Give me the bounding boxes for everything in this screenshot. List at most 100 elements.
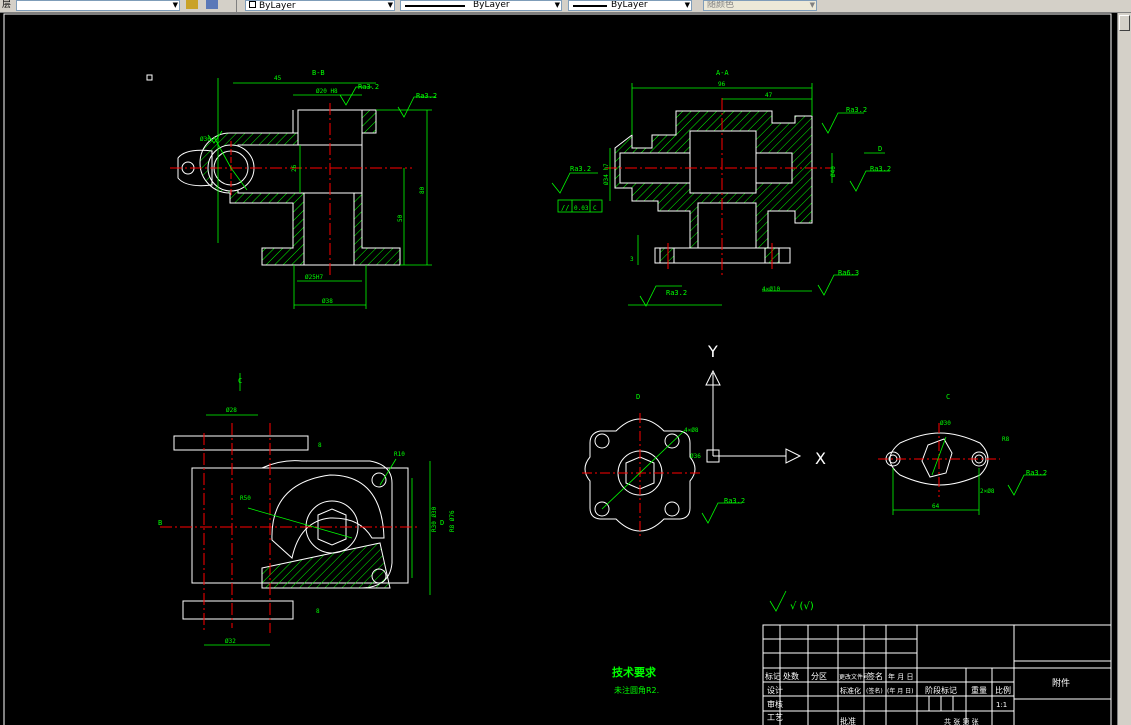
dim-plan-side2: R8 Ø76 (449, 510, 456, 532)
color-control-dropdown[interactable]: ByLayer ▼ (245, 0, 395, 11)
chevron-down-icon[interactable]: ▼ (387, 1, 393, 9)
lineweight-control-dropdown[interactable]: ByLayer ▼ (568, 0, 692, 11)
tb-check: 审核 (767, 699, 783, 709)
dim-plan-side: R30 Ø30 (431, 506, 438, 532)
dim-b-top: 45 (274, 75, 282, 82)
bore-vertical (303, 192, 355, 266)
dim-plan-r: R10 (394, 451, 405, 458)
roughness-symbol (551, 172, 598, 194)
vertical-scrollbar[interactable] (1117, 13, 1131, 725)
roughness-note: √ (√) (790, 601, 814, 612)
dim-plan-8b: 8 (316, 608, 320, 615)
section-aa-label: A-A (716, 69, 729, 77)
top-flange (173, 435, 309, 451)
layer-previous-icon[interactable] (206, 0, 218, 9)
roughness-label: Ra3.2 (416, 92, 437, 100)
leader-line (230, 167, 248, 191)
dim-a-top: 96 (718, 81, 726, 88)
roughness-symbol (701, 502, 742, 524)
roughness-label: Ra3.2 (724, 497, 745, 505)
ucs-icon: Y X (705, 342, 826, 468)
ucs-x-arrow (785, 448, 802, 464)
view-d-label: D (636, 393, 640, 401)
title-block: 标记 处数 分区 更改文件号 签名 年 月 日 设计 标准化 (签名) (年 月… (762, 624, 1112, 725)
dim-a-mid: 47 (765, 92, 773, 99)
tb-design: 设计 (767, 685, 783, 695)
tb-date2: (年 月 日) (887, 687, 914, 695)
tb-approve: 批准 (840, 716, 856, 725)
section-aa-view: A-A 96 47 Ø34 h7 Ø40 Ra3.2 Ra3.2 Ra3.2 R… (551, 69, 891, 307)
drawing-canvas[interactable]: B-B 45 Ø20 H8 Ra3.2 Ra3.2 80 50 Ø25H7 Ø3… (0, 13, 1131, 725)
roughness-label: Ra3.2 (846, 106, 867, 114)
dim-plan-phi: Ø32 (225, 638, 236, 645)
dim-b-bore: Ø25H7 (305, 274, 323, 281)
view-c-label: C (946, 393, 950, 401)
grip-marker (146, 74, 153, 81)
ucs-y-label: Y (707, 342, 718, 361)
flange-hole (664, 501, 680, 517)
tb-mark: 标记 (765, 671, 781, 681)
tolerance-value: 0.03 (574, 205, 589, 212)
bottom-flange (182, 600, 294, 620)
tb-docno: 更改文件号 (839, 673, 869, 681)
plotstyle-control-dropdown[interactable]: 随颜色 ▼ (703, 0, 817, 11)
roughness-symbol (339, 86, 372, 106)
tb-sheet: 共 张 第 张 (944, 717, 979, 725)
leader-r50 (247, 507, 353, 539)
roughness-symbol (1007, 474, 1046, 496)
properties-toolbar: 层 ▼ ByLayer ▼ ByLayer ▼ ByLayer ▼ 随颜色 ▼ (0, 0, 1131, 13)
tb-count: 处数 (783, 671, 799, 681)
section-bb-label: B-B (312, 69, 325, 77)
drawing-svg[interactable]: B-B 45 Ø20 H8 Ra3.2 Ra3.2 80 50 Ø25H7 Ø3… (0, 13, 1131, 725)
title-block-frame (762, 624, 1112, 725)
dim-b-phi: Ø36 (200, 136, 211, 143)
roughness-symbol (849, 170, 890, 192)
drawing-frame (3, 13, 1112, 725)
lug-hex (921, 438, 953, 478)
leader-center (931, 436, 947, 476)
scrollbar-thumb[interactable] (1119, 15, 1130, 31)
dim-c-width: 64 (932, 503, 940, 510)
dim-b-mid: 50 (397, 214, 404, 222)
linetype-control-dropdown[interactable]: ByLayer ▼ (400, 0, 562, 11)
tb-process: 工艺 (767, 713, 783, 722)
layer-state-icon[interactable] (186, 0, 198, 9)
color-swatch-icon (249, 1, 256, 8)
roughness-symbol (769, 590, 787, 612)
tb-stage: 阶段标记 (925, 685, 957, 695)
flange-outline (584, 418, 696, 532)
bolt-hole (371, 472, 387, 488)
dim-a-right: Ø40 (830, 166, 837, 177)
view-b-marker: B (158, 519, 162, 527)
chevron-down-icon[interactable]: ▼ (172, 1, 178, 9)
chevron-down-icon[interactable]: ▼ (809, 1, 815, 9)
bore-cavity (689, 130, 757, 194)
tb-scale-value: 1:1 (996, 701, 1007, 709)
roughness-label: Ra3.2 (1026, 469, 1047, 477)
bore-hex (317, 508, 347, 546)
tb-date: 年 月 日 (888, 672, 913, 681)
ucs-y-arrow (705, 369, 721, 386)
dim-d-center: Ø36 (690, 453, 701, 460)
dim-c-holes: 2×Ø8 (980, 488, 995, 495)
dim-b-sub: 26 (291, 164, 298, 172)
view-c-lug: C Ø30 64 R8 2×Ø8 Ra3.2 (878, 393, 1047, 515)
layer-dropdown[interactable]: ▼ (16, 0, 180, 11)
tech-requirements-title: 技术要求 (612, 665, 657, 679)
roughness-symbol (817, 274, 858, 296)
notes: √ (√) 技术要求 未注圆角R2. (612, 590, 814, 695)
bolt-hole (371, 568, 387, 584)
chevron-down-icon[interactable]: ▼ (554, 1, 560, 9)
chevron-down-icon[interactable]: ▼ (684, 1, 690, 9)
view-d-marker: D (440, 519, 444, 527)
tb-sign: 签名 (867, 671, 883, 681)
roughness-symbol (207, 130, 223, 144)
base-hatch-left (659, 247, 675, 264)
roughness-label: Ra6.3 (838, 269, 859, 277)
dim-a-holes: 4×Ø10 (762, 286, 780, 293)
dim-plan-top: Ø28 (226, 407, 237, 414)
leader-line (213, 136, 232, 169)
leader-holes (601, 430, 685, 510)
dim-a-left: Ø34 h7 (603, 163, 610, 185)
